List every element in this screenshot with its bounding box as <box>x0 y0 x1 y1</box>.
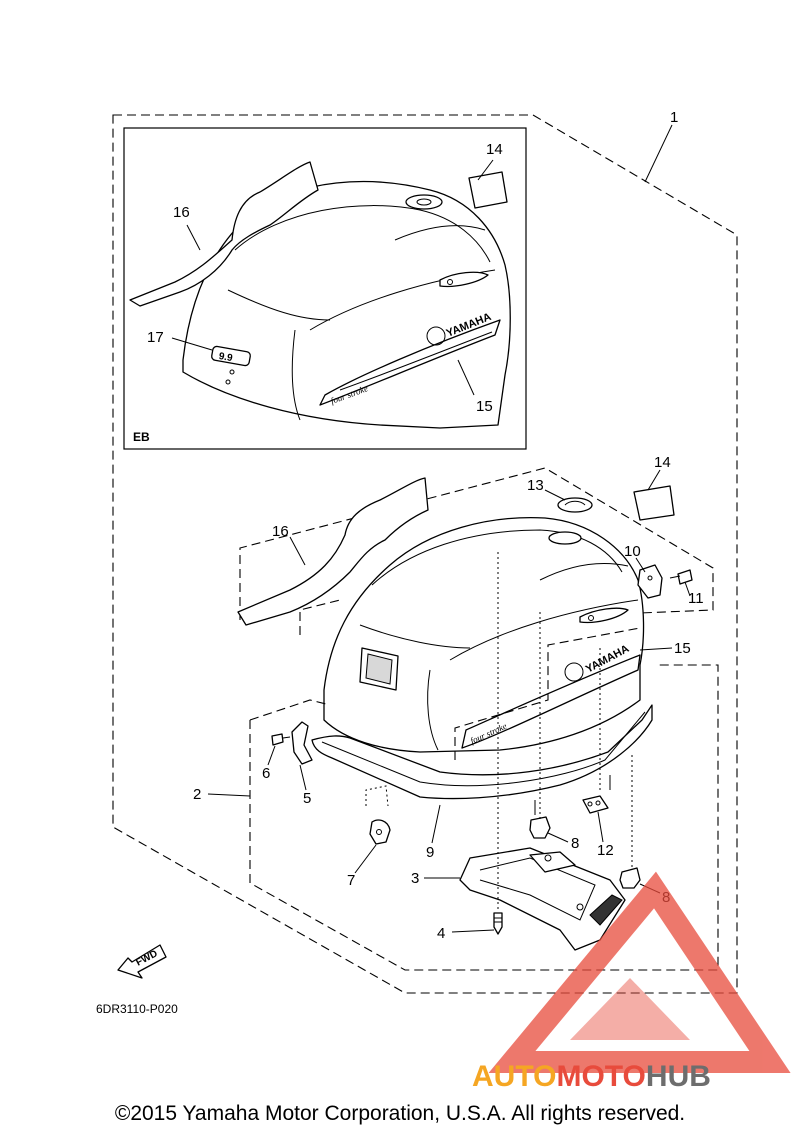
drawing-code: 6DR3110-P020 <box>96 1002 178 1016</box>
callout-2: 2 <box>193 786 201 803</box>
copyright-notice: ©2015 Yamaha Motor Corporation, U.S.A. A… <box>114 1102 686 1125</box>
callout-12: 12 <box>597 842 614 859</box>
callout-7: 7 <box>347 872 355 889</box>
callout-4: 4 <box>437 925 445 942</box>
inset-label: EB <box>133 430 150 444</box>
fwd-arrow-icon: FWD <box>117 944 167 979</box>
inset-box <box>123 127 527 450</box>
watermark-auto: AUTO <box>472 1060 556 1093</box>
watermark-moto: MOTO <box>556 1060 645 1093</box>
callout-9: 9 <box>426 844 434 861</box>
callout-6: 6 <box>262 765 270 782</box>
callout-5: 5 <box>303 790 311 807</box>
inset-cowling: YAMAHA four stroke 9.9 <box>129 161 511 429</box>
callout-14-inset: 14 <box>486 141 503 158</box>
callout-13: 13 <box>527 477 544 494</box>
callout-3: 3 <box>411 870 419 887</box>
callout-11: 11 <box>688 590 704 607</box>
main-cowling: YAMAHA four stroke <box>237 467 714 800</box>
callout-16-main: 16 <box>272 523 289 540</box>
callout-1: 1 <box>670 109 678 126</box>
callout-14-main: 14 <box>654 454 671 471</box>
watermark: AUTOMOTOHUB <box>472 871 791 1093</box>
callout-15-main: 15 <box>674 640 691 657</box>
callout-16-inset: 16 <box>173 204 190 221</box>
inset-badge: 9.9 <box>218 351 234 364</box>
watermark-text: AUTOMOTOHUB <box>472 1060 711 1093</box>
callout-10: 10 <box>624 543 641 560</box>
watermark-hub: HUB <box>646 1060 711 1093</box>
leader-lines <box>171 124 691 933</box>
callout-15-inset: 15 <box>476 398 493 415</box>
callout-17: 17 <box>147 329 164 346</box>
callout-8-upper: 8 <box>571 835 579 852</box>
lower-parts <box>249 552 719 971</box>
watermark-logo-icon <box>488 871 791 1073</box>
